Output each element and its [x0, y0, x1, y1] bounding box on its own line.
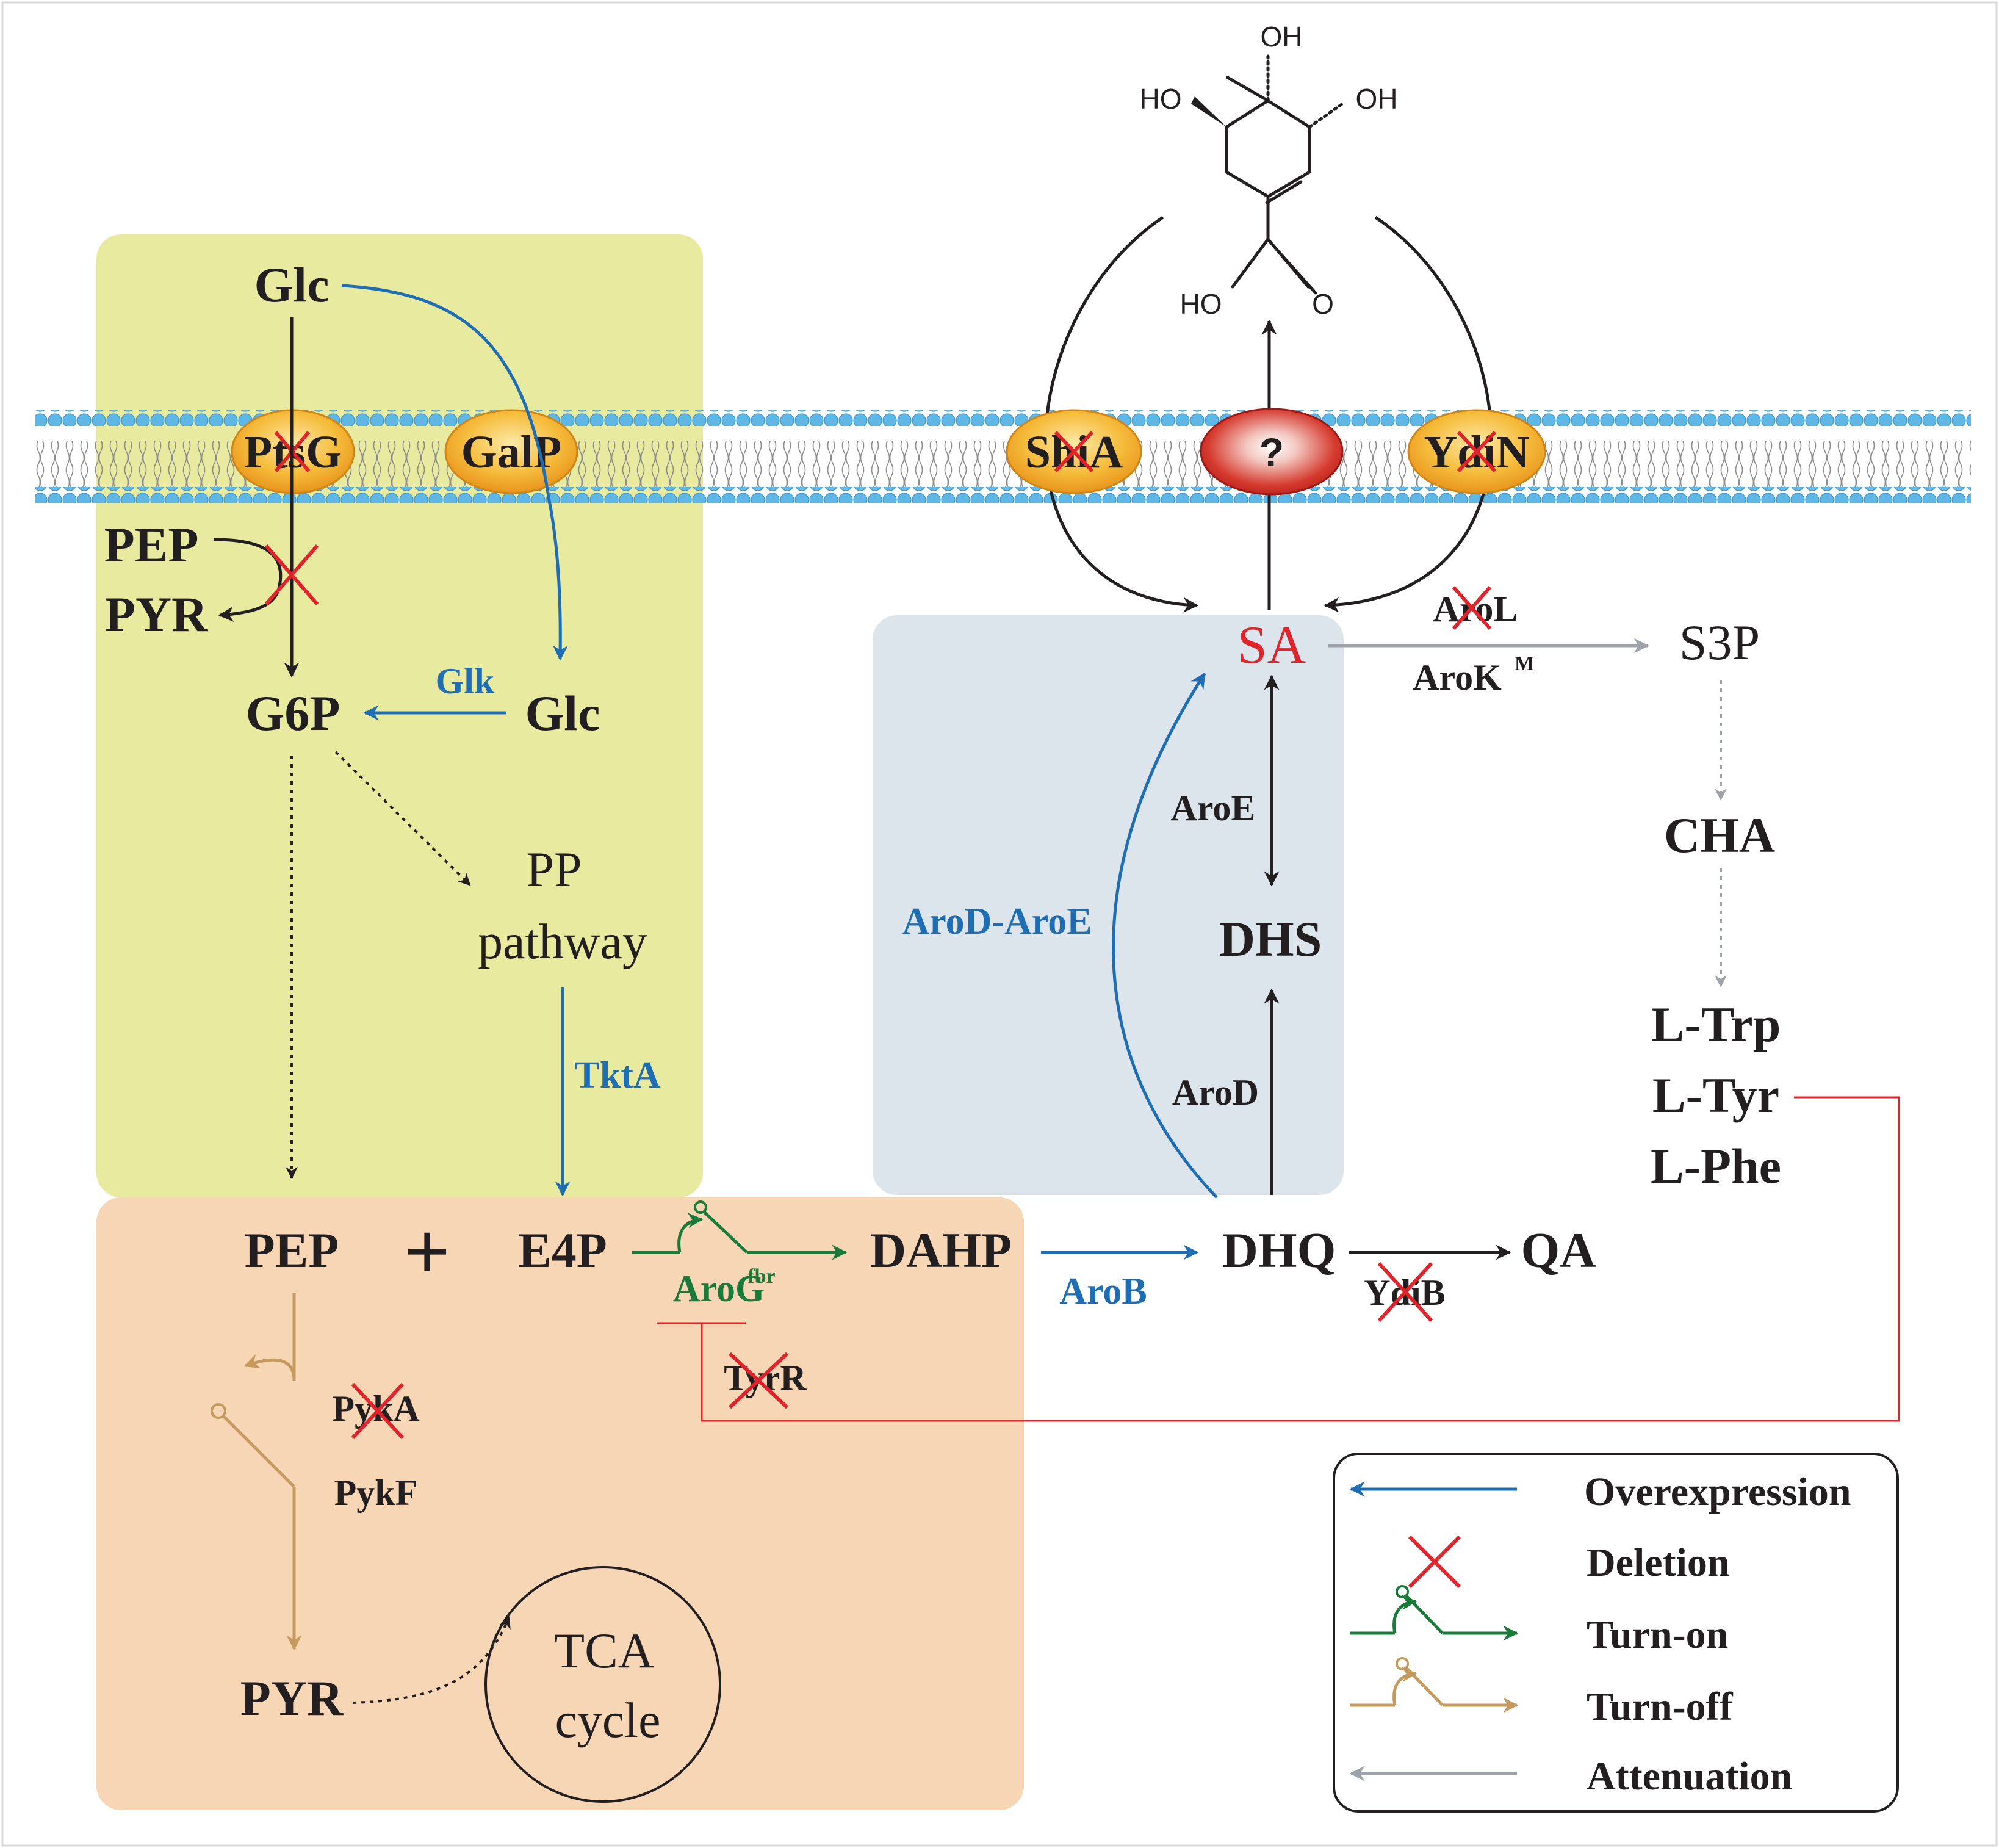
- pep-pyr-deletion-icon: [264, 544, 319, 605]
- aroe-enzyme: AroE: [1171, 788, 1256, 828]
- precursor-supply-region: [96, 1197, 1024, 1810]
- pep-to-pyr-arrow: [213, 538, 283, 622]
- cell-membrane: [35, 410, 1971, 503]
- arod-enzyme: AroD: [1172, 1072, 1259, 1113]
- legend-turn-off-icon: [1350, 1657, 1519, 1713]
- arol-deletion-icon: [1452, 586, 1492, 630]
- s3p: S3P: [1679, 615, 1760, 670]
- legend-attenuation-label: Attenuation: [1587, 1754, 1792, 1799]
- shia-deletion-icon: [1054, 430, 1094, 473]
- legend-turn-on-icon: [1350, 1585, 1519, 1641]
- arog-superscript: fbr: [747, 1265, 775, 1288]
- l-tyr: L-Tyr: [1652, 1067, 1779, 1123]
- pp-pathway-line2: pathway: [478, 914, 647, 969]
- tca-line2: cycle: [555, 1692, 661, 1748]
- arol-enzyme: AroL: [1433, 589, 1518, 629]
- tyrr-regulator: TyrR: [724, 1358, 807, 1398]
- pep-lower: PEP: [245, 1222, 339, 1278]
- legend-turn-off-label: Turn-off: [1587, 1684, 1734, 1729]
- tca-line1: TCA: [554, 1623, 654, 1678]
- plus-sign: +: [405, 1208, 450, 1295]
- shikimic-acid-structure: [1191, 54, 1344, 295]
- legend-overexpression-label: Overexpression: [1584, 1470, 1851, 1514]
- arog-enzyme: AroG: [673, 1268, 765, 1310]
- galp-label: GalP: [461, 427, 562, 478]
- legend-deletion-icon: [1408, 1535, 1461, 1589]
- shikimic-acid-product: SA: [1237, 616, 1306, 675]
- glucose-extracellular: Glc: [254, 257, 330, 312]
- tyrr-feedback-line: [701, 1096, 1900, 1422]
- g6p: G6P: [246, 685, 340, 741]
- shikimate-module-region: [873, 615, 1344, 1195]
- glk-enzyme: Glk: [436, 661, 495, 701]
- unknown-transporter-label: ?: [1259, 430, 1284, 475]
- ydin-deletion-icon: [1457, 430, 1497, 473]
- cha: CHA: [1664, 807, 1775, 863]
- carboxyl-oxygen-label: O: [1312, 288, 1334, 320]
- ydib-deletion-icon: [1377, 1261, 1433, 1323]
- hydroxyl-top-label: OH: [1261, 21, 1303, 52]
- arod-aroe-enzyme: AroD-AroE: [902, 901, 1092, 942]
- arok-enzyme: AroK: [1413, 657, 1502, 698]
- pyka-deletion-icon: [351, 1382, 405, 1440]
- unknown-transporter: ?: [1200, 408, 1344, 496]
- l-trp: L-Trp: [1651, 997, 1781, 1052]
- tca-cycle-circle: [484, 1566, 721, 1803]
- dhq: DHQ: [1222, 1222, 1336, 1278]
- g6p-to-pp-arrow: [334, 751, 471, 886]
- hydroxyl-right-label: OH: [1356, 83, 1398, 115]
- pyk-turn-off-switch: [211, 1293, 302, 1651]
- pyr-upper: PYR: [105, 587, 208, 642]
- pyr-lower: PYR: [240, 1670, 344, 1726]
- qa: QA: [1521, 1222, 1596, 1278]
- shia-transporter: ShiA: [1006, 409, 1142, 494]
- glucose-uptake-region: [96, 234, 703, 1197]
- dahp: DAHP: [870, 1222, 1012, 1278]
- arok-superscript: M: [1515, 652, 1534, 675]
- arob-enzyme: AroB: [1059, 1271, 1147, 1312]
- tyrr-deletion-icon: [728, 1352, 789, 1409]
- e4p: E4P: [518, 1222, 607, 1278]
- ydin-transporter: YdiN: [1407, 409, 1546, 494]
- legend: Overexpression Deletion Turn-on Turn-off…: [1333, 1453, 1899, 1813]
- l-phe: L-Phe: [1651, 1138, 1781, 1194]
- galp-uptake-arrow: [341, 284, 568, 661]
- legend-turn-on-label: Turn-on: [1587, 1612, 1728, 1657]
- galp-transporter: GalP: [444, 409, 578, 494]
- glucose-intracellular: Glc: [525, 685, 600, 741]
- tkta-enzyme: TktA: [574, 1055, 660, 1096]
- legend-box: [1333, 1453, 1899, 1813]
- pp-pathway-line1: PP: [526, 842, 582, 897]
- pyr-to-tca-arrow: [352, 1616, 511, 1704]
- pep-upper: PEP: [104, 517, 199, 572]
- arog-turn-on-switch: [632, 1200, 848, 1260]
- pykf-enzyme: PykF: [334, 1473, 418, 1513]
- hydroxyl-left-label: HO: [1140, 83, 1182, 115]
- legend-deletion-label: Deletion: [1587, 1540, 1730, 1585]
- arod-aroe-fusion-arrow: [1112, 672, 1218, 1199]
- dhs: DHS: [1219, 911, 1322, 967]
- carboxyl-hydroxyl-label: HO: [1180, 288, 1222, 320]
